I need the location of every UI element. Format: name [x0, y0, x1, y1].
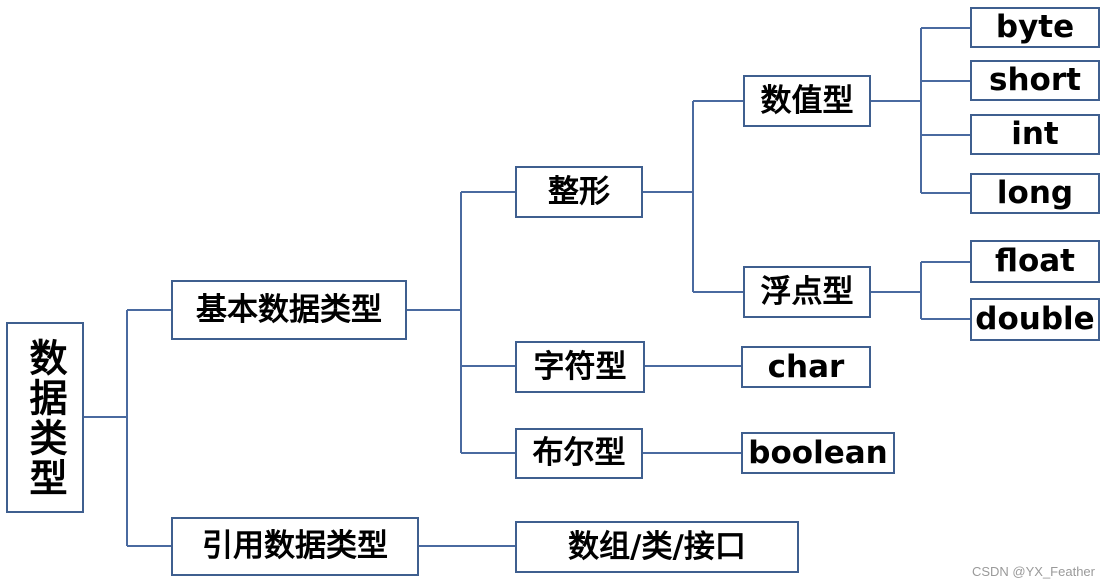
numeric-node: 数值型 [743, 75, 871, 127]
float-type-node: float [970, 240, 1100, 283]
primitive-node: 基本数据类型 [171, 280, 407, 340]
root-node: 数据类型 [6, 322, 84, 513]
connector-numeric [871, 27, 970, 194]
float-node: 浮点型 [743, 266, 871, 318]
reference-node: 引用数据类型 [171, 517, 419, 576]
connector-float [871, 261, 970, 320]
integer-node: 整形 [515, 166, 643, 218]
connector-primitive [407, 191, 515, 454]
short-node: short [970, 60, 1100, 101]
double-type-node: double [970, 298, 1100, 341]
char-type-node: char [741, 346, 871, 388]
boolean-category-node: 布尔型 [515, 428, 643, 479]
long-node: long [970, 173, 1100, 214]
char-category-node: 字符型 [515, 341, 645, 393]
ref-types-node: 数组/类/接口 [515, 521, 799, 573]
connector-root [84, 309, 171, 547]
boolean-type-node: boolean [741, 432, 895, 474]
int-node: int [970, 114, 1100, 155]
byte-node: byte [970, 7, 1100, 48]
connector-integer [643, 100, 743, 293]
watermark: CSDN @YX_Feather [971, 564, 1095, 579]
